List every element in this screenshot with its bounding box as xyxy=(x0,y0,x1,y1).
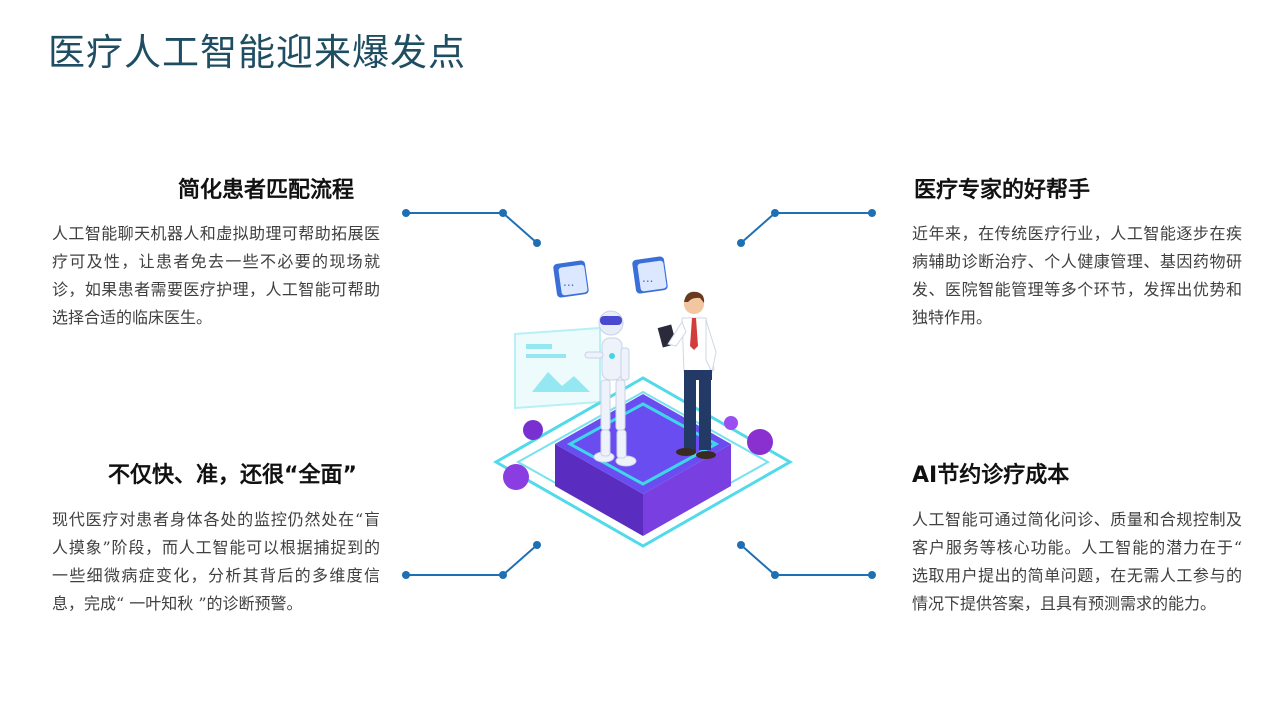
body-fast-accurate-comprehensive: 现代医疗对患者身体各处的监控仍然处在“盲人摸象”阶段，而人工智能可以根据捕捉到的… xyxy=(52,510,380,613)
body-medical-expert-helper: 近年来，在传统医疗行业，人工智能逐步在疾病辅助诊断治疗、个人健康管理、基因药物研… xyxy=(912,224,1242,327)
heading-fast-accurate-comprehensive: 不仅快、准，还很“全面” xyxy=(108,463,357,488)
chat-bubble-dots-2: ... xyxy=(642,271,653,285)
chat-bubble-dots-1: ... xyxy=(563,275,574,289)
heading-ai-save-cost: AI节约诊疗成本 xyxy=(912,463,1070,488)
page-title: 医疗人工智能迎来爆发点 xyxy=(48,31,466,74)
heading-medical-expert-helper: 医疗专家的好帮手 xyxy=(914,178,1091,203)
robot-figure xyxy=(584,310,637,467)
body-ai-save-cost: 人工智能可通过简化问诊、质量和合规控制及客户服务等核心功能。人工智能的潜力在于“… xyxy=(912,510,1242,613)
heading-simplify-patient-matching: 简化患者匹配流程 xyxy=(178,178,355,203)
doctor-figure xyxy=(657,291,717,459)
body-simplify-patient-matching: 人工智能聊天机器人和虚拟助理可帮助拓展医疗可及性，让患者免去一些不必要的现场就诊… xyxy=(52,224,380,327)
